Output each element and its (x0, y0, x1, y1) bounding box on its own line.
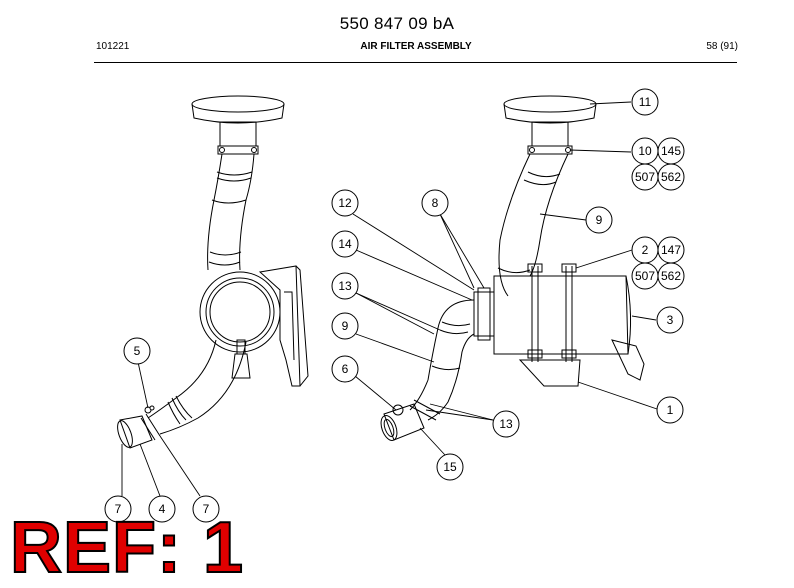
callout-2: 2 (642, 243, 649, 257)
left-air-filter-assembly (117, 95, 309, 449)
callout-562-upper: 562 (661, 170, 681, 184)
precleaner-stem (219, 121, 257, 147)
inlet-fitting (119, 415, 153, 449)
elbow-hose (409, 299, 475, 411)
callout-6: 6 (342, 362, 349, 376)
callout-7-left: 7 (115, 502, 122, 516)
outlet-connector (473, 291, 495, 337)
callout-5: 5 (134, 344, 141, 358)
callout-15: 15 (443, 460, 457, 474)
callout-562-lower: 562 (661, 269, 681, 283)
mounting-bracket (258, 265, 301, 387)
document-number: 550 847 09 bA (339, 14, 455, 33)
callout-4: 4 (159, 502, 166, 516)
callout-13-upper: 13 (338, 279, 352, 293)
callout-11: 11 (639, 95, 652, 109)
callout-13-lower: 13 (499, 417, 513, 431)
lower-hose-outer (147, 339, 217, 419)
callout-labels: 11 10 145 507 562 9 2 147 507 562 3 1 12… (115, 95, 682, 516)
curved-hose-right (498, 153, 531, 297)
precleaner-cap-body (191, 103, 285, 124)
callout-12: 12 (338, 196, 352, 210)
page-number: 58 (91) (706, 41, 738, 52)
upper-hose-left-edge (207, 153, 223, 271)
precleaner-cap-top-right (503, 95, 597, 113)
inlet-fitting-right (383, 403, 425, 441)
callout-9-right: 9 (596, 213, 603, 227)
upper-hose-right-edge (239, 153, 255, 271)
mounting-bracket-right (518, 359, 581, 387)
reference-stamp: REF: 1 (9, 508, 245, 588)
callout-145: 145 (661, 144, 681, 158)
leader-lines (121, 101, 658, 497)
stem-clamp (217, 145, 259, 155)
dust-valve (231, 353, 251, 379)
callout-7-right: 7 (203, 502, 210, 516)
dust-valve-right (611, 339, 645, 381)
callout-3: 3 (667, 313, 674, 327)
date-code: 101221 (96, 41, 130, 52)
callout-507-lower: 507 (635, 269, 655, 283)
callout-1: 1 (667, 403, 674, 417)
filter-canister (493, 275, 629, 355)
header-divider (94, 62, 737, 63)
section-title: AIR FILTER ASSEMBLY (360, 41, 472, 52)
callout-14: 14 (338, 237, 352, 251)
callout-10: 10 (638, 144, 652, 158)
hose-clamp-screw (392, 404, 404, 416)
callout-circles (104, 88, 685, 523)
precleaner-cap-top (191, 95, 285, 113)
lower-hose-inner (159, 341, 247, 435)
callout-8: 8 (432, 196, 439, 210)
callout-507-upper: 507 (635, 170, 655, 184)
callout-9-left: 9 (342, 319, 349, 333)
callout-147: 147 (661, 243, 681, 257)
